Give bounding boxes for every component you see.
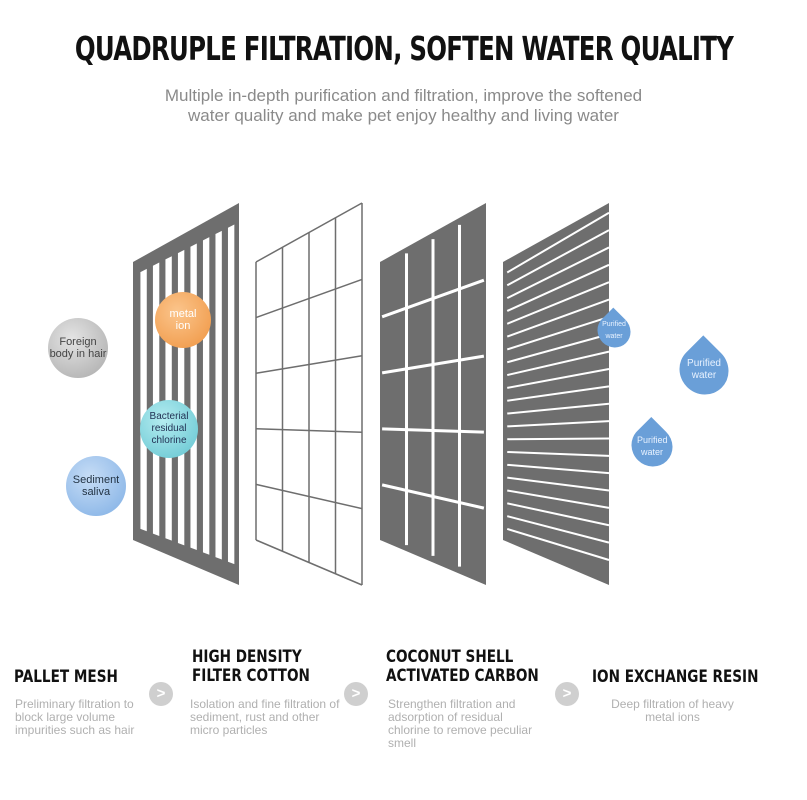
stage-title: ION EXCHANGE RESIN: [592, 667, 759, 687]
resin-line: [506, 528, 610, 561]
resin-line: [507, 463, 610, 475]
grid-line: [255, 483, 363, 510]
page-title: QUADRUPLE FILTRATION, SOFTEN WATER QUALI…: [74, 29, 733, 68]
stage-title: COCONUT SHELL ACTIVATED CARBON: [386, 647, 539, 686]
chevron-right-icon: >: [555, 682, 579, 706]
impurity-metal-ion: metal ion: [155, 292, 211, 348]
stage-desc: Preliminary filtration to block large vo…: [15, 697, 135, 737]
resin-line: [507, 476, 610, 492]
resin-line: [506, 211, 610, 274]
resin-line: [507, 385, 610, 402]
grid-line: [381, 278, 485, 319]
resin-line: [507, 350, 610, 377]
stage-title: PALLET MESH: [14, 667, 118, 687]
stage-desc: Strengthen filtration and adsorption of …: [388, 697, 533, 750]
resin-line: [507, 368, 610, 389]
mesh-slot: [152, 262, 160, 536]
impurity-bacterial-chlorine: Bacterial residual chlorine: [140, 400, 198, 458]
grid-line: [255, 428, 363, 433]
resin-line: [506, 315, 610, 351]
resin-line: [507, 502, 610, 527]
subtitle-line-2: water quality and make pet enjoy healthy…: [188, 106, 619, 125]
resin-line: [507, 437, 610, 441]
resin-line: [507, 402, 610, 415]
chevron-right-icon: >: [149, 682, 173, 706]
impurity-foreign-body: Foreign body in hair: [48, 318, 108, 378]
mesh-slot: [227, 224, 235, 565]
stage-title: HIGH DENSITY FILTER COTTON: [192, 647, 310, 686]
chevron-right-icon: >: [344, 682, 368, 706]
subtitle: Multiple in-depth purification and filtr…: [0, 86, 807, 126]
resin-line: [507, 420, 610, 428]
resin-line: [506, 229, 610, 287]
resin-line: [506, 298, 610, 338]
grid-line: [255, 278, 363, 319]
mesh-slot: [215, 230, 222, 560]
resin-line: [506, 263, 610, 312]
resin-line: [507, 451, 610, 457]
mesh-slot: [202, 237, 210, 555]
stage-desc: Deep filtration of heavy metal ions: [611, 697, 734, 724]
resin-line: [506, 281, 610, 325]
impurity-sediment-saliva: Sediment saliva: [66, 456, 126, 516]
stage-desc: Isolation and fine filtration of sedimen…: [190, 697, 340, 737]
mesh-slot: [190, 243, 197, 551]
subtitle-line-1: Multiple in-depth purification and filtr…: [164, 86, 643, 105]
pallet-mesh-panel: [133, 203, 239, 585]
resin-line: [506, 333, 610, 364]
resin-line: [506, 246, 610, 300]
resin-line: [506, 515, 610, 544]
mesh-slot: [140, 268, 147, 532]
grid-line: [255, 539, 363, 586]
grid-line: [255, 355, 363, 374]
grid-line: [382, 427, 484, 434]
grid-line: [381, 483, 485, 510]
grid-line: [255, 202, 363, 263]
grid-line: [381, 354, 485, 375]
resin-line: [507, 489, 610, 509]
